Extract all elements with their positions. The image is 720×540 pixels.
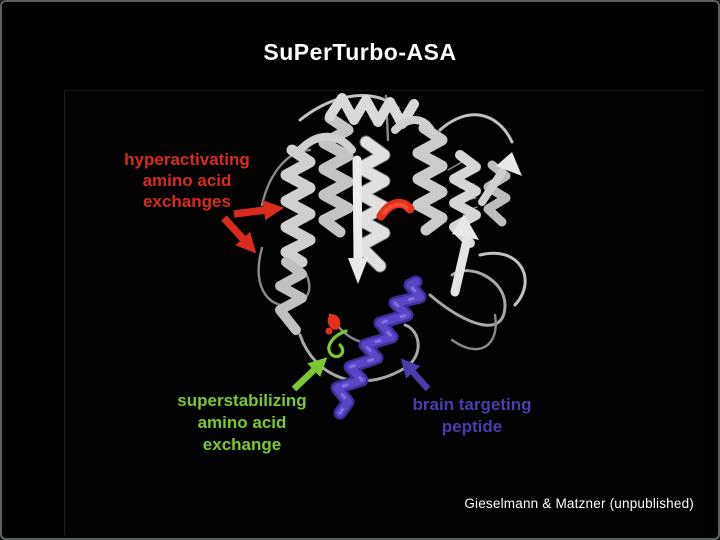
attribution-credit: Gieselmann & Matzner (unpublished)	[464, 496, 694, 511]
label-hyperactivating: hyperactivating amino acid exchanges	[103, 149, 271, 212]
red-mutation-site-center	[376, 198, 415, 221]
label-line: superstabilizing	[177, 391, 307, 410]
hyperactivating-arrow-upper	[233, 200, 285, 221]
label-line: exchanges	[143, 192, 231, 211]
slide-title: SuPerTurbo-ASA	[263, 39, 457, 65]
label-line: amino acid	[197, 413, 287, 432]
label-line: amino acid	[142, 171, 232, 190]
label-line: peptide	[441, 417, 503, 436]
asa-enzyme-ribbons	[257, 93, 527, 383]
label-brain-targeting: brain targeting peptide	[382, 394, 562, 438]
green-residue-loop	[327, 329, 348, 359]
label-superstabilizing: superstabilizing amino acid exchange	[152, 390, 332, 456]
label-line: exchange	[202, 435, 282, 454]
red-mutation-site-lower	[325, 314, 341, 335]
hyperactivating-arrow-lower	[221, 215, 257, 254]
label-line: brain targeting	[412, 395, 532, 414]
brain-targeting-arrow	[400, 358, 431, 392]
label-line: hyperactivating	[124, 150, 250, 169]
purple-peptide-helix	[330, 275, 427, 420]
superstabilizing-arrow	[291, 357, 328, 392]
